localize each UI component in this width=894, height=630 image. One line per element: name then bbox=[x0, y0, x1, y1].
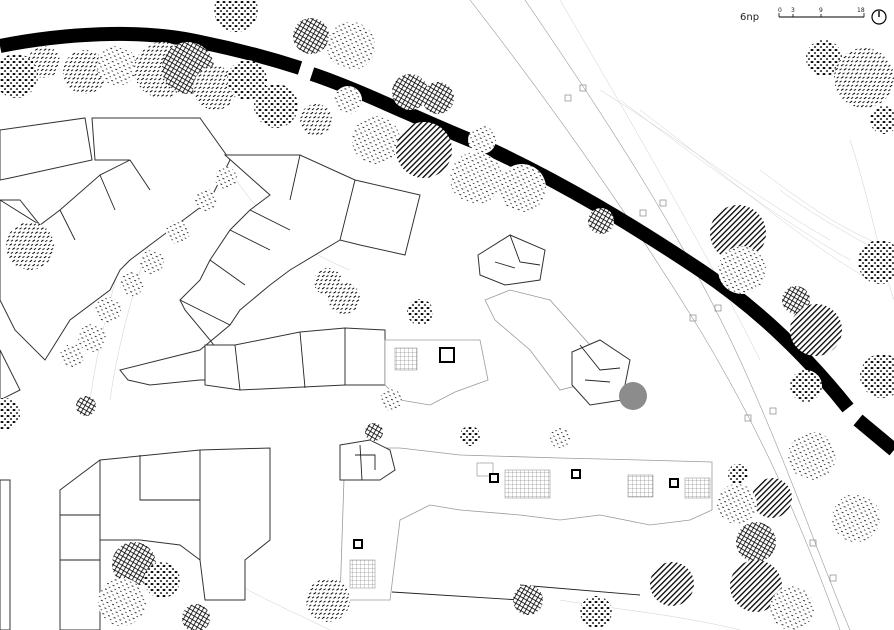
legend-area: 6np 0 3 9 18 bbox=[740, 7, 887, 25]
scale-tick-18: 18 bbox=[857, 7, 865, 14]
tree bbox=[365, 423, 383, 441]
tree bbox=[718, 246, 766, 294]
tree bbox=[166, 220, 190, 244]
buildings-west bbox=[0, 117, 421, 401]
level-label: 6np bbox=[740, 12, 759, 23]
tree bbox=[215, 167, 237, 189]
tree bbox=[782, 286, 810, 314]
tree bbox=[650, 562, 694, 606]
tree bbox=[580, 596, 612, 628]
tree bbox=[790, 304, 842, 356]
tree bbox=[832, 494, 880, 542]
tree bbox=[730, 560, 782, 612]
tree bbox=[182, 604, 210, 630]
tree bbox=[736, 522, 776, 562]
tree bbox=[588, 208, 614, 234]
tree bbox=[76, 396, 96, 416]
tree bbox=[834, 48, 894, 108]
tree bbox=[293, 18, 329, 54]
tree bbox=[300, 104, 332, 136]
scale-bar: 0 3 9 18 bbox=[778, 7, 865, 18]
tree bbox=[460, 426, 480, 446]
tree bbox=[770, 586, 814, 630]
building-diagonal bbox=[477, 234, 631, 406]
tree bbox=[0, 398, 20, 430]
tree bbox=[396, 122, 452, 178]
tree bbox=[717, 484, 757, 524]
tree bbox=[195, 189, 217, 211]
tree bbox=[422, 82, 454, 114]
tree bbox=[858, 240, 894, 284]
tree bbox=[790, 370, 822, 402]
tree bbox=[788, 432, 836, 480]
scale-tick-9: 9 bbox=[819, 7, 823, 14]
tree bbox=[870, 106, 894, 134]
tree bbox=[0, 54, 38, 98]
tree bbox=[193, 66, 237, 110]
tree bbox=[60, 344, 84, 368]
tree bbox=[806, 40, 842, 76]
tree bbox=[498, 164, 546, 212]
tree bbox=[227, 60, 267, 100]
tree bbox=[214, 0, 258, 32]
tree bbox=[710, 205, 766, 261]
tree bbox=[860, 354, 894, 398]
path-markers bbox=[564, 84, 837, 582]
tree bbox=[334, 86, 362, 114]
tree bbox=[328, 282, 360, 314]
tree bbox=[97, 46, 137, 86]
tree bbox=[98, 578, 146, 626]
tree bbox=[352, 116, 400, 164]
tree bbox=[407, 299, 433, 325]
tree bbox=[450, 152, 502, 204]
building-south bbox=[339, 439, 713, 601]
tree bbox=[752, 478, 792, 518]
tree bbox=[63, 50, 107, 94]
tree bbox=[380, 389, 402, 411]
tree bbox=[306, 578, 350, 622]
tree bbox=[327, 22, 375, 70]
scale-tick-0: 0 bbox=[778, 7, 782, 14]
north-arrow-icon bbox=[871, 9, 887, 25]
tree bbox=[140, 250, 164, 274]
tree bbox=[550, 428, 570, 448]
tree bbox=[513, 585, 543, 615]
scale-tick-3: 3 bbox=[791, 7, 795, 14]
tree bbox=[254, 84, 298, 128]
tree bbox=[120, 272, 144, 296]
tree bbox=[95, 297, 121, 323]
tree bbox=[392, 74, 428, 110]
tree bbox=[619, 382, 647, 410]
tree bbox=[6, 222, 54, 270]
tree bbox=[728, 464, 748, 484]
building-central-north bbox=[384, 339, 489, 406]
tree bbox=[144, 562, 180, 598]
tree bbox=[78, 324, 106, 352]
tree bbox=[468, 126, 496, 154]
